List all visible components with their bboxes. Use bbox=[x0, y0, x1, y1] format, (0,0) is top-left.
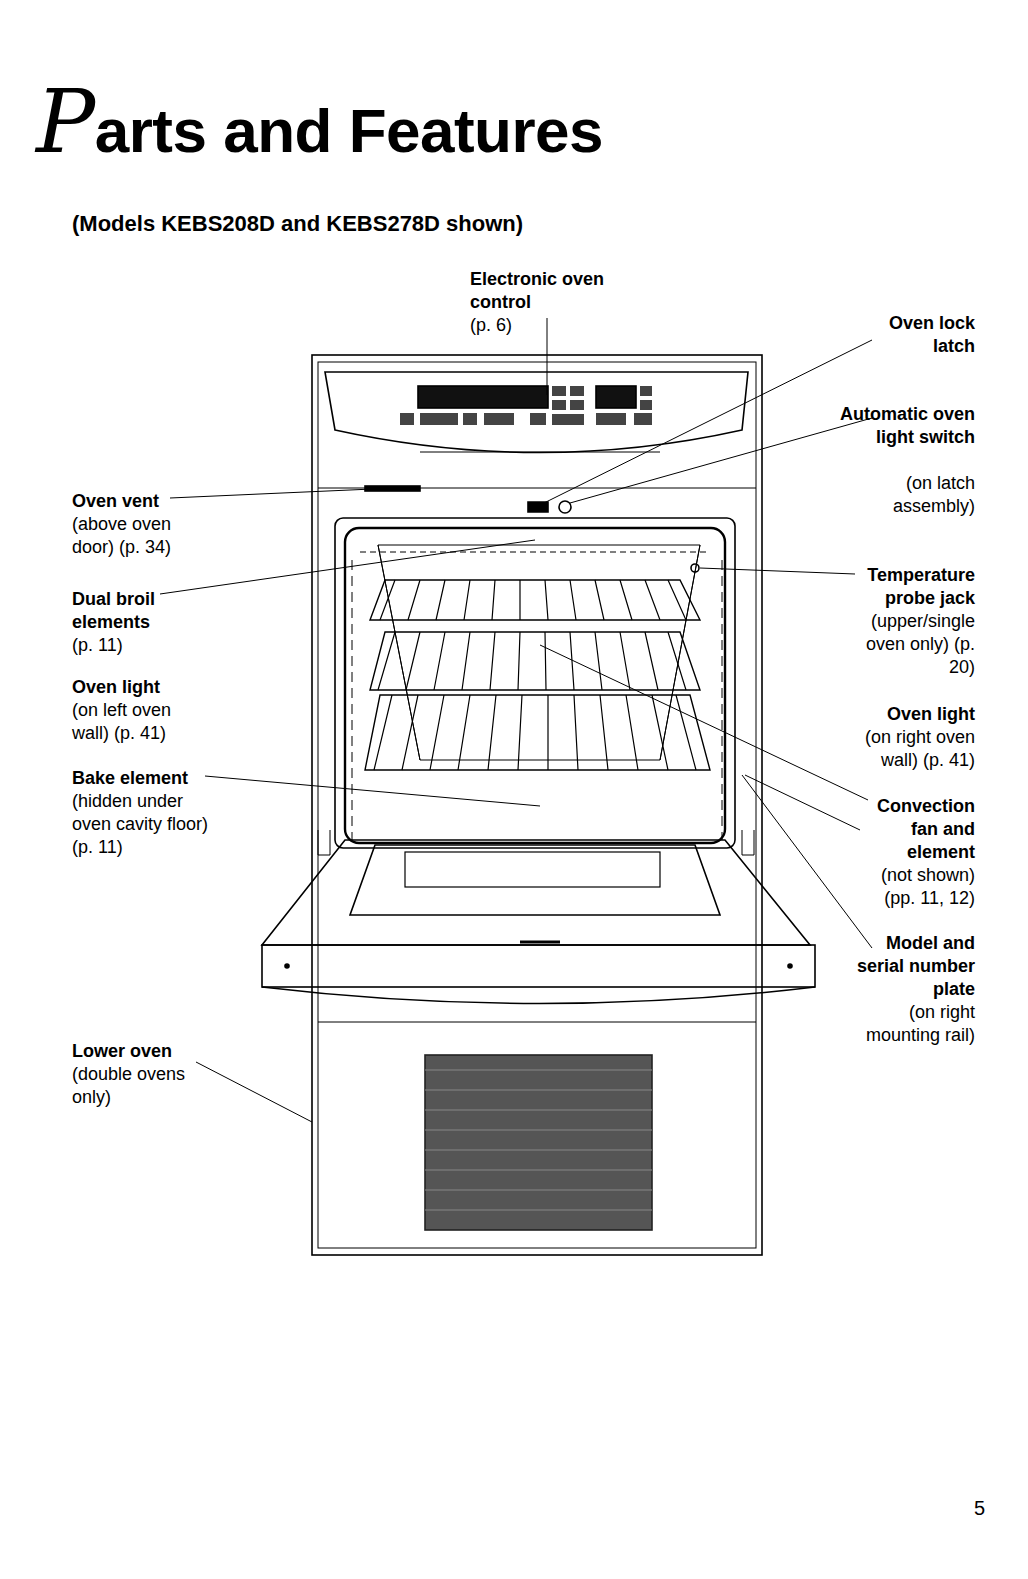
part-note: (on right oven wall) (p. 41) bbox=[840, 726, 975, 772]
part-name: Oven light bbox=[840, 703, 975, 726]
part-note: (above oven door) (p. 34) bbox=[72, 513, 192, 559]
display bbox=[418, 386, 548, 408]
part-note: (p. 6) bbox=[470, 314, 570, 337]
part-note: (on left oven wall) (p. 41) bbox=[72, 699, 197, 745]
part-name: Electronic oven control bbox=[470, 268, 610, 314]
part-name: Oven lock latch bbox=[855, 312, 975, 358]
part-name: Automatic oven light switch bbox=[835, 403, 975, 449]
display bbox=[596, 386, 636, 408]
part-note: (double ovens only) bbox=[72, 1063, 212, 1109]
part-note: (on right mounting rail) bbox=[840, 1001, 975, 1047]
part-note: (not shown) (pp. 11, 12) bbox=[855, 864, 975, 910]
part-name: Oven vent bbox=[72, 490, 192, 513]
part-name: Lower oven bbox=[72, 1040, 212, 1063]
oven-frame bbox=[335, 518, 735, 848]
part-name: Convection fan and element bbox=[855, 795, 975, 864]
model-subtitle: (Models KEBS208D and KEBS278D shown) bbox=[72, 212, 772, 235]
oven-rack bbox=[365, 580, 710, 770]
page-number: 5 bbox=[955, 1497, 985, 1520]
part-name: Model and serial number plate bbox=[840, 932, 975, 1001]
part-name: Bake element bbox=[72, 767, 212, 790]
keypad bbox=[400, 386, 652, 425]
part-note: (hidden under oven cavity floor) (p. 11) bbox=[72, 790, 212, 859]
cabinet-outline bbox=[312, 355, 762, 1255]
cabinet-inner bbox=[318, 362, 756, 1248]
leader-line bbox=[160, 318, 872, 1122]
part-note: (on latch assembly) bbox=[835, 472, 975, 518]
part-name: Temperature probe jack bbox=[840, 564, 975, 610]
oven-door bbox=[262, 840, 810, 945]
part-note: (p. 11) bbox=[72, 634, 172, 657]
page-title: Parts and Features bbox=[36, 70, 603, 173]
part-note: (upper/single oven only) (p. 20) bbox=[840, 610, 975, 679]
part-name: Oven light bbox=[72, 676, 192, 699]
part-name: Dual broil elements bbox=[72, 588, 172, 634]
lower-oven-window bbox=[425, 1055, 652, 1230]
control-panel bbox=[325, 372, 748, 453]
